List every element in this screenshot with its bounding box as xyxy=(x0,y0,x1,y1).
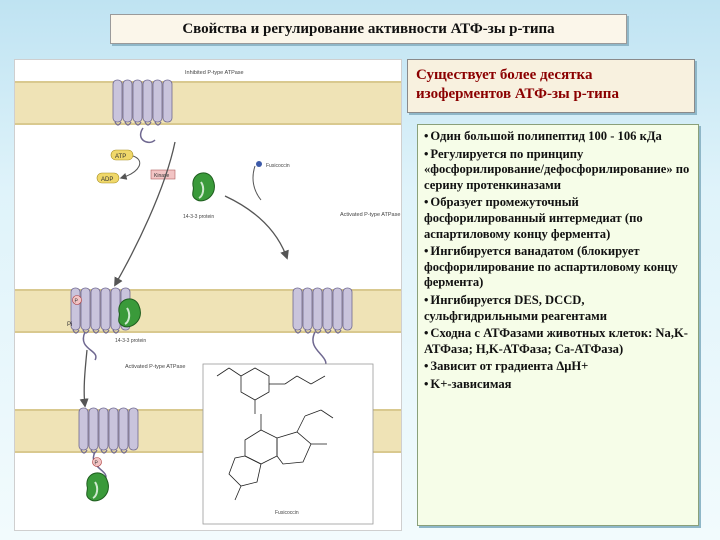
membrane-top xyxy=(15,82,401,124)
protein-1433-top xyxy=(191,171,216,202)
fusicoccin-structure xyxy=(216,367,334,501)
property-item: Один большой полипептид 100 - 106 кДа xyxy=(424,129,692,145)
property-item: Ингибируется ванадатом (блокирует фосфор… xyxy=(424,244,692,291)
property-item: Образует промежуточный фосфорилированный… xyxy=(424,195,692,242)
property-item: Ингибируется DES, DCCD, сульфгидрильными… xyxy=(424,293,692,324)
label-phospho-2: P xyxy=(95,461,99,467)
label-kinase: Kinase xyxy=(154,173,170,179)
properties-list: Один большой полипептид 100 - 106 кДа Ре… xyxy=(424,129,692,393)
slide-title: Свойства и регулирование активности АТФ-… xyxy=(110,14,627,44)
label-fusicoccin: Fusicoccin xyxy=(266,163,290,169)
label-fusicoccin-caption: Fusicoccin xyxy=(275,510,299,516)
label-atp: ATP xyxy=(115,154,126,160)
label-1433-a: 14-3-3 protein xyxy=(183,214,214,220)
fusicoccin-structure-box xyxy=(202,363,374,525)
fusicoccin-dot xyxy=(256,161,262,167)
label-adp: ADP xyxy=(101,177,113,183)
label-pi: Pi xyxy=(67,322,72,328)
property-item: Регулируется по принципу «фосфорилирован… xyxy=(424,147,692,194)
label-activated-atpase-2: Activated P-type ATPase xyxy=(125,364,185,370)
label-phospho-1: P xyxy=(75,299,79,305)
atpase-regulation-figure: Inhibited P-type ATPase ATP ADP Kinase 1… xyxy=(14,59,402,531)
isoforms-note: Существует более десятка изоферментов АТ… xyxy=(407,59,695,113)
property-item: Зависит от градиента ΔμH+ xyxy=(424,359,692,375)
property-item: K+-зависимая xyxy=(424,377,692,393)
label-1433-b: 14-3-3 protein xyxy=(115,338,146,344)
protein-1433-bound-bottom xyxy=(85,471,110,502)
property-item: Сходна с АТФазами животных клеток: Na,K-… xyxy=(424,326,692,357)
label-inhibited-atpase: Inhibited P-type ATPase xyxy=(185,70,244,76)
properties-box: Один большой полипептид 100 - 106 кДа Ре… xyxy=(417,124,699,526)
label-activated-atpase-1: Activated P-type ATPase xyxy=(340,212,400,218)
